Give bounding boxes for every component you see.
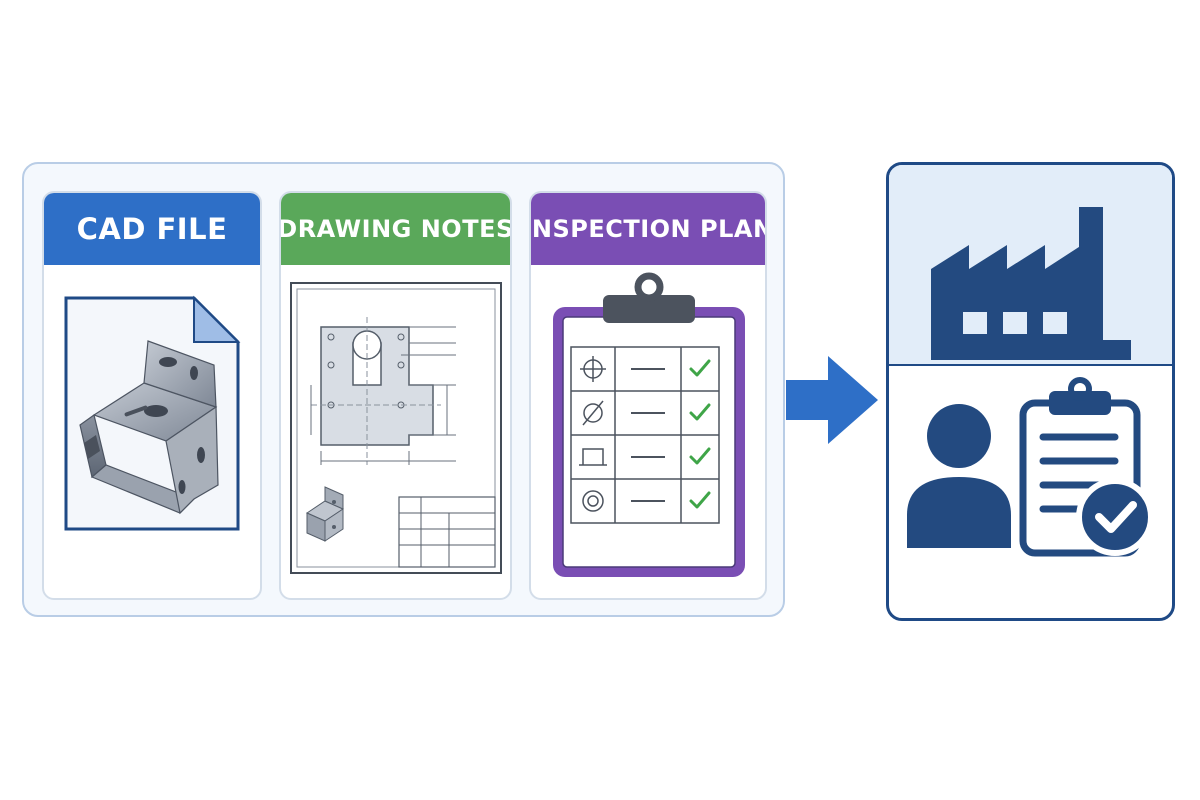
approved-document-icon	[1019, 377, 1154, 557]
clipboard-checklist-icon	[553, 272, 745, 577]
cad-file-body	[44, 265, 260, 598]
3d-part-file-icon	[64, 295, 241, 531]
manufacturer-panel	[886, 162, 1175, 621]
inspection-plan-card: INSPECTION PLAN	[529, 191, 767, 600]
factory-icon	[931, 207, 1131, 360]
inspection-plan-header: INSPECTION PLAN	[531, 193, 765, 265]
right-arrow-icon	[786, 356, 878, 444]
drawing-notes-title: DRAWING NOTES	[279, 215, 512, 243]
cad-file-card: CAD FILE	[42, 191, 262, 600]
manufacturer-illustration	[889, 165, 1172, 557]
drawing-notes-body	[281, 265, 510, 598]
inspection-plan-title: INSPECTION PLAN	[529, 215, 767, 243]
cad-file-header: CAD FILE	[44, 193, 260, 265]
inspection-plan-body	[531, 265, 765, 598]
person-icon	[907, 404, 1011, 548]
drawing-notes-card: DRAWING NOTES	[279, 191, 512, 600]
technical-drawing-icon	[290, 282, 502, 574]
cad-file-title: CAD FILE	[76, 212, 228, 246]
drawing-notes-header: DRAWING NOTES	[281, 193, 510, 265]
